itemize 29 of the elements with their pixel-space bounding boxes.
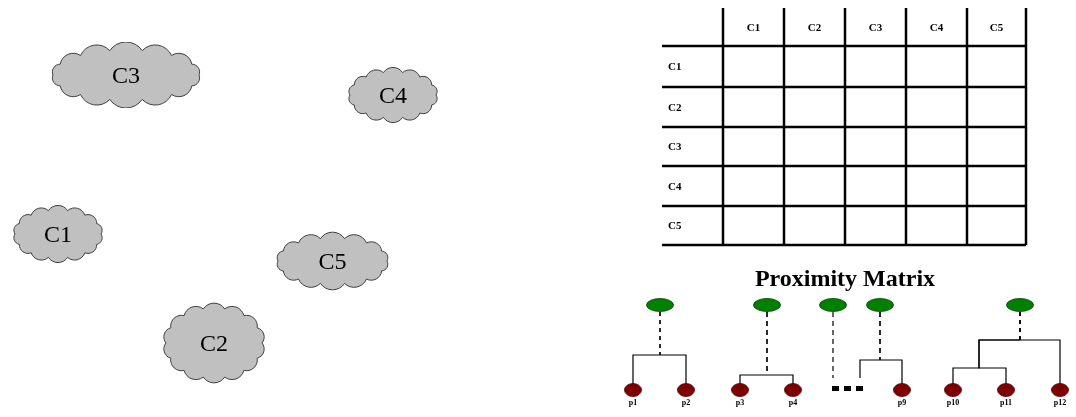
dendrogram-branch	[659, 311, 687, 385]
cluster-label: C1	[44, 222, 72, 246]
point-label: p11	[1000, 399, 1012, 407]
column-header: C2	[806, 20, 823, 34]
column-header: C5	[988, 20, 1005, 34]
cluster-label: C5	[318, 249, 347, 273]
column-header: C3	[867, 20, 884, 34]
point-label: p4	[788, 399, 798, 407]
column-header: C1	[745, 20, 762, 34]
point-label: p12	[1053, 399, 1067, 407]
point-label: p1	[628, 399, 638, 407]
point-label: p9	[897, 399, 907, 407]
cluster-label: C3	[112, 63, 140, 87]
row-header: C2	[668, 100, 683, 114]
row-header: C3	[668, 139, 683, 154]
column-header: C4	[928, 20, 945, 34]
cluster-label: C4	[379, 83, 407, 107]
dendrogram-branch	[766, 311, 794, 385]
point-label: p3	[735, 399, 745, 407]
row-header: C4	[668, 179, 683, 193]
point-label: p2	[681, 399, 691, 407]
row-header: C5	[668, 218, 683, 233]
dendrogram-branch	[1019, 311, 1061, 385]
point-label: p10	[946, 399, 960, 407]
dendrogram-branch	[879, 311, 903, 385]
row-header: C1	[668, 59, 683, 74]
dendrogram-branch	[832, 311, 834, 379]
cluster-label: C2	[200, 331, 228, 355]
matrix-title: Proximity Matrix	[753, 266, 937, 290]
